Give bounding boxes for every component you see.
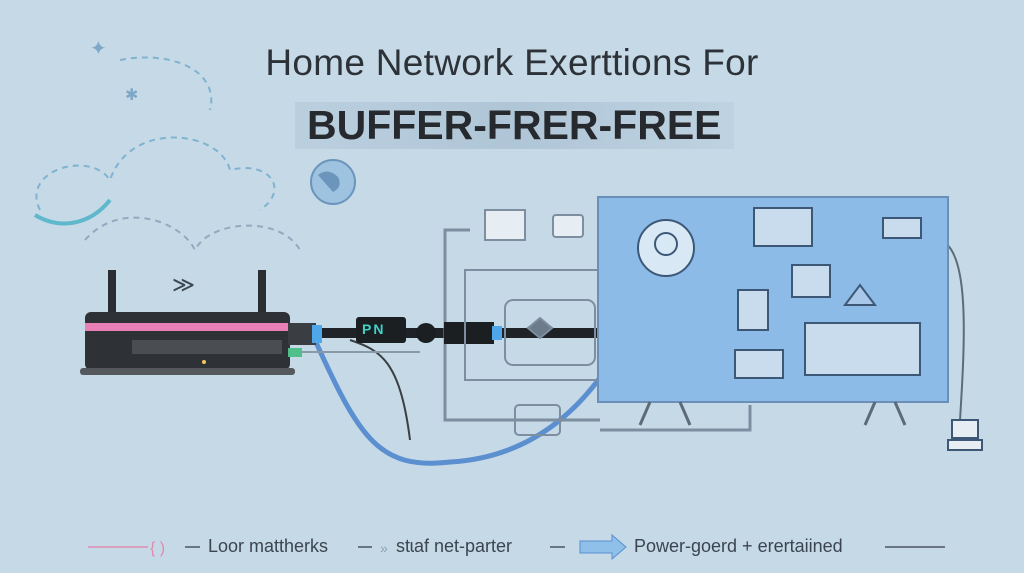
pink-line-bracket-icon: { ) [150, 540, 165, 557]
adapter-box [356, 317, 406, 343]
blue-arrow-icon [579, 533, 627, 561]
page-title: Home Network Exerttions For [265, 42, 759, 83]
ethernet-plug [492, 326, 502, 340]
adapter-label: PN [362, 321, 386, 337]
star-icon: ✱ [125, 87, 138, 104]
legend-item-label: stɩaf net-parter [396, 536, 513, 556]
star-icon: ✦ [90, 38, 107, 60]
usb-connector [288, 348, 302, 357]
double-chevron-icon: » [380, 540, 388, 556]
doodle-clouds [33, 56, 301, 253]
ethernet-plug [312, 325, 322, 343]
legend-graphics: { ) » [88, 533, 945, 561]
ethernet-port [288, 323, 316, 345]
legend: Loor mattherks stɩaf net-parter Power-go… [0, 536, 1024, 558]
legend-item-label: Loor mattherks [208, 536, 329, 556]
page-subtitle: BUFFER-FRER-FREE [295, 102, 734, 149]
globe-icon [310, 159, 356, 205]
router [80, 270, 295, 375]
inline-connector [444, 322, 494, 344]
tv-screen [597, 196, 949, 426]
legend-item-label: Power-goerd + erertaiined [634, 536, 843, 556]
coupler [416, 323, 436, 343]
wifi-signal-icon: ≫ [172, 272, 195, 297]
laptop-icon [947, 419, 983, 451]
